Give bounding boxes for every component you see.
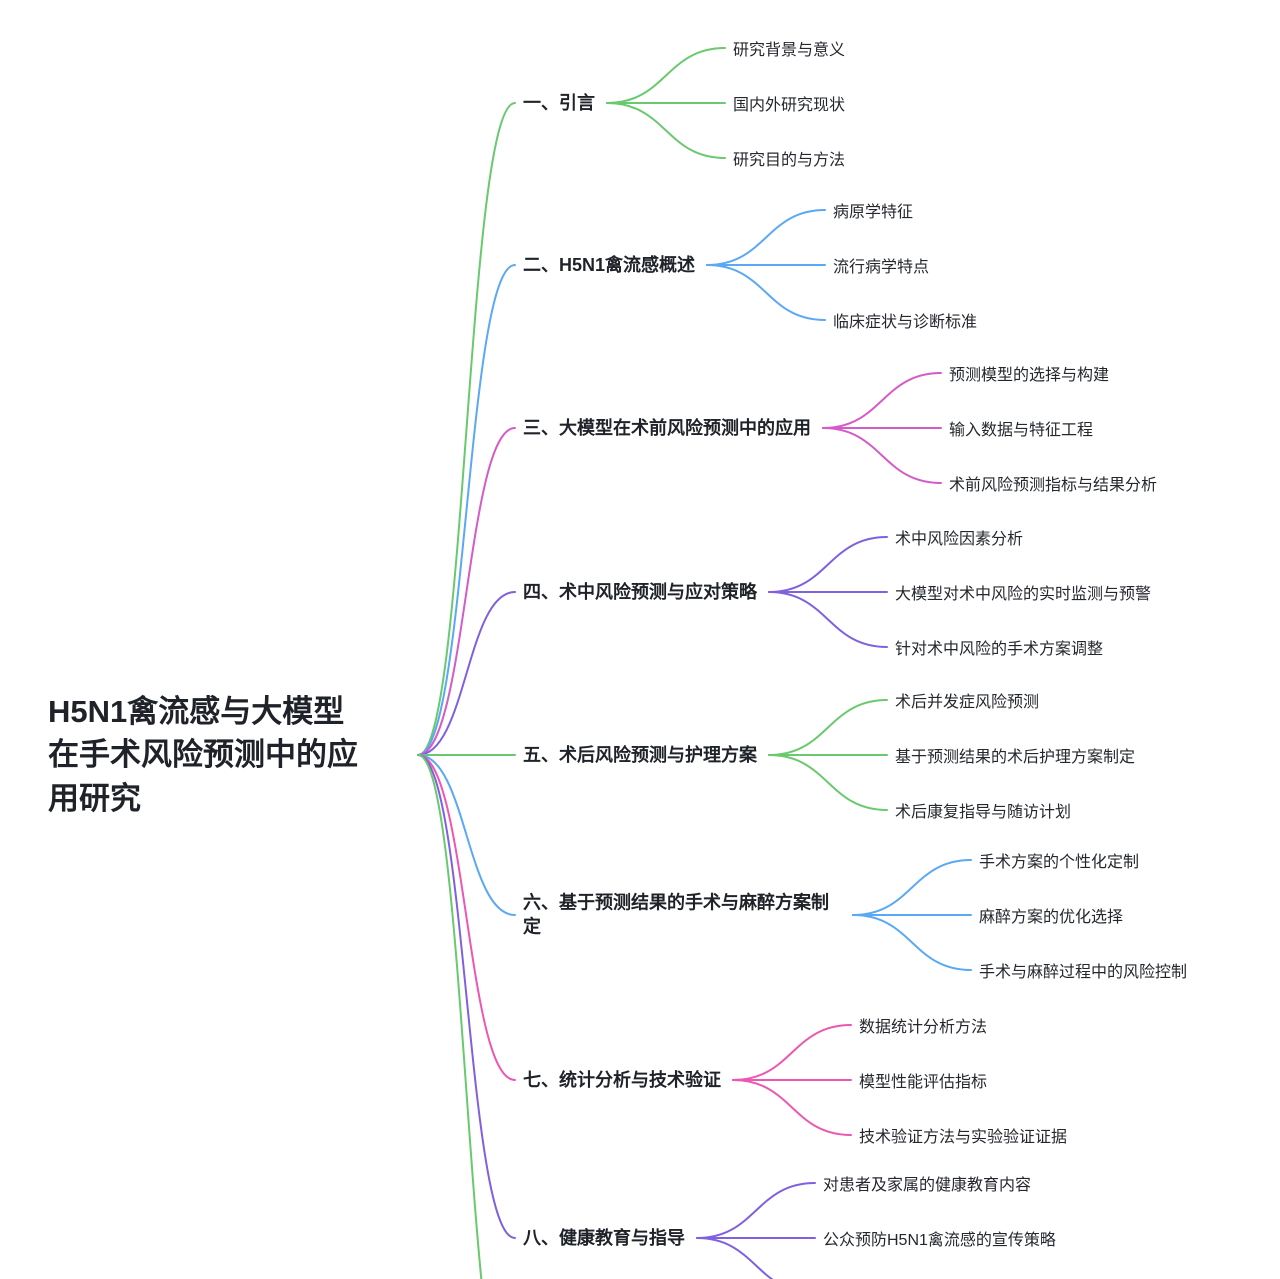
connector-line bbox=[852, 914, 972, 971]
connector-line bbox=[768, 591, 888, 648]
child-node[interactable]: 技术验证方法与实验验证证据 bbox=[859, 1129, 1068, 1146]
connector-line bbox=[696, 1182, 816, 1239]
branch-node[interactable]: 四、术中风险预测与应对策略 bbox=[523, 581, 757, 602]
child-node[interactable]: 针对术中风险的手术方案调整 bbox=[895, 641, 1104, 658]
child-node[interactable]: 术中风险因素分析 bbox=[895, 531, 1024, 548]
branch-node[interactable]: 八、健康教育与指导 bbox=[523, 1227, 685, 1248]
connector-line bbox=[706, 209, 826, 266]
branch-node[interactable]: 二、H5N1禽流感概述 bbox=[523, 254, 696, 275]
branch-node[interactable]: 五、术后风险预测与护理方案 bbox=[523, 744, 757, 765]
child-node[interactable]: 研究背景与意义 bbox=[733, 42, 846, 59]
connector-line bbox=[768, 699, 888, 756]
child-node[interactable]: 公众预防H5N1禽流感的宣传策略 bbox=[823, 1232, 1056, 1249]
connector-line bbox=[606, 102, 726, 159]
root-title-line: 在手术风险预测中的应 bbox=[48, 737, 358, 773]
connector-line bbox=[852, 859, 972, 916]
connector-line bbox=[822, 372, 942, 429]
connector-line bbox=[417, 754, 516, 916]
connector-line bbox=[732, 1079, 852, 1136]
connector-line bbox=[417, 754, 516, 1081]
connector-line bbox=[417, 102, 516, 756]
connector-line bbox=[732, 1024, 852, 1081]
child-node[interactable]: 研究目的与方法 bbox=[733, 152, 846, 169]
connector-line bbox=[417, 264, 516, 756]
connector-line bbox=[768, 754, 888, 811]
child-node[interactable]: 临床症状与诊断标准 bbox=[833, 314, 978, 331]
connector-line bbox=[706, 264, 826, 321]
child-node[interactable]: 术后并发症风险预测 bbox=[895, 694, 1040, 711]
child-node[interactable]: 大模型对术中风险的实时监测与预警 bbox=[895, 586, 1152, 603]
connector-line bbox=[417, 591, 516, 756]
child-node[interactable]: 基于预测结果的术后护理方案制定 bbox=[895, 749, 1136, 766]
child-node[interactable]: 手术方案的个性化定制 bbox=[979, 854, 1140, 871]
root-title-line: 用研究 bbox=[48, 780, 141, 816]
connector-line bbox=[417, 427, 516, 756]
branch-node[interactable]: 三、大模型在术前风险预测中的应用 bbox=[523, 417, 811, 438]
child-node[interactable]: 术后康复指导与随访计划 bbox=[895, 804, 1072, 821]
branch-node[interactable]: 一、引言 bbox=[523, 92, 595, 113]
child-node[interactable]: 麻醉方案的优化选择 bbox=[979, 909, 1124, 926]
root-node[interactable]: H5N1禽流感与大模型在手术风险预测中的应用研究 bbox=[48, 690, 358, 820]
connector-line bbox=[417, 754, 516, 1239]
branch-node[interactable]: 六、基于预测结果的手术与麻醉方案制定 bbox=[523, 892, 829, 937]
child-node[interactable]: 输入数据与特征工程 bbox=[949, 422, 1094, 439]
child-node[interactable]: 模型性能评估指标 bbox=[859, 1074, 988, 1091]
child-node[interactable]: 流行病学特点 bbox=[833, 259, 930, 276]
branch-node[interactable]: 七、统计分析与技术验证 bbox=[523, 1069, 721, 1090]
child-node[interactable]: 手术与麻醉过程中的风险控制 bbox=[979, 964, 1188, 981]
connector-line bbox=[606, 47, 726, 104]
child-node[interactable]: 数据统计分析方法 bbox=[859, 1019, 988, 1036]
connector-line bbox=[696, 1237, 774, 1279]
connector-line bbox=[768, 536, 888, 593]
connector-line bbox=[822, 427, 942, 484]
connector-line bbox=[417, 754, 483, 1279]
child-node[interactable]: 预测模型的选择与构建 bbox=[949, 367, 1110, 384]
child-node[interactable]: 对患者及家属的健康教育内容 bbox=[823, 1177, 1032, 1194]
child-node[interactable]: 术前风险预测指标与结果分析 bbox=[949, 477, 1158, 494]
root-title-line: H5N1禽流感与大模型 bbox=[48, 693, 345, 729]
child-node[interactable]: 国内外研究现状 bbox=[733, 97, 846, 114]
child-node[interactable]: 病原学特征 bbox=[833, 204, 914, 221]
